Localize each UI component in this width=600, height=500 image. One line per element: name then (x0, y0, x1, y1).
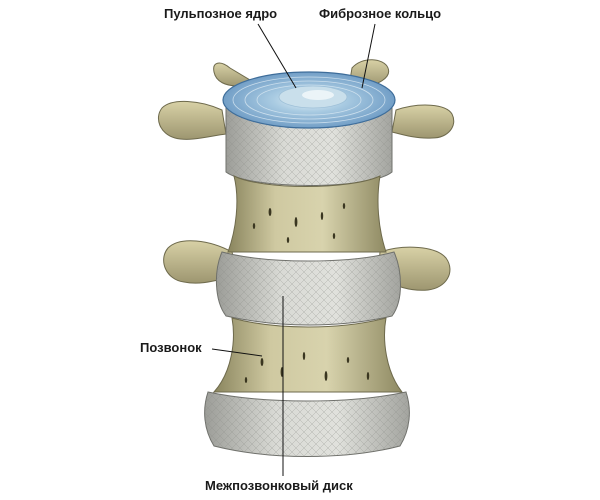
nucleus-pulposus (278, 85, 348, 109)
upper-transverse-process-left (158, 100, 227, 140)
vertebra-upper (227, 175, 387, 253)
leader-line-nucleus (257, 23, 297, 89)
vertebra-lower (212, 317, 404, 393)
label-annulus-fibrosus: Фиброзное кольцо (319, 6, 442, 21)
label-intervertebral-disc: Межпозвонковый диск (205, 478, 353, 493)
upper-transverse-process-right (391, 104, 455, 139)
leader-line-vertebra (211, 348, 263, 357)
leader-line-annulus (361, 23, 376, 89)
bottom-disc (204, 391, 410, 457)
label-vertebra: Позвонок (140, 340, 202, 355)
leader-lines (211, 23, 376, 476)
intervertebral-disc-middle (215, 251, 401, 326)
label-nucleus-pulposus: Пульпозное ядро (164, 6, 278, 21)
